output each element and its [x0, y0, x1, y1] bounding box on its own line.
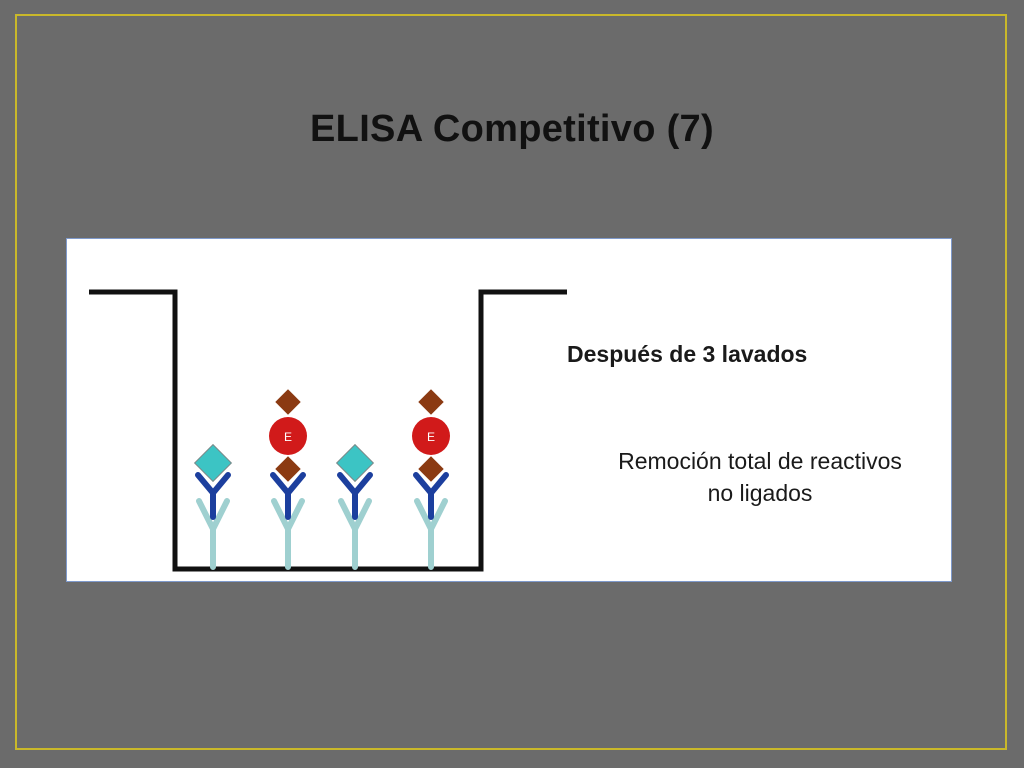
enzyme-label: E: [284, 430, 292, 444]
enzyme-label: E: [427, 430, 435, 444]
capture-antibody: [271, 498, 305, 570]
detection-antibody: [270, 472, 306, 520]
description-line-2: no ligados: [707, 480, 813, 506]
description-line-1: Remoción total de reactivos: [618, 448, 902, 474]
diagram-caption: Después de 3 lavados: [567, 341, 808, 367]
capture-antibody: [414, 498, 448, 570]
hapten-diamond-top: [418, 389, 444, 415]
hapten-diamond-top: [275, 389, 301, 415]
detection-antibody: [413, 472, 449, 520]
slide-frame: [15, 14, 1007, 750]
hapten-diamond: [275, 456, 301, 482]
enzyme-circle: [412, 417, 450, 455]
well-outline: [89, 289, 567, 572]
enzyme-circle: [269, 417, 307, 455]
detection-antibody: [337, 472, 373, 520]
antibody-unit: [335, 443, 375, 570]
antibody-unit: [193, 443, 233, 570]
diagram-description: Remoción total de reactivos no ligados: [567, 445, 953, 509]
antibody-unit: E: [269, 389, 307, 570]
antigen-diamond: [335, 443, 375, 483]
detection-antibody: [195, 472, 231, 520]
hapten-diamond: [418, 456, 444, 482]
capture-antibody: [338, 498, 372, 570]
antibody-unit: E: [412, 389, 450, 570]
antigen-diamond: [193, 443, 233, 483]
slide-title: ELISA Competitivo (7): [310, 108, 714, 150]
capture-antibody: [196, 498, 230, 570]
